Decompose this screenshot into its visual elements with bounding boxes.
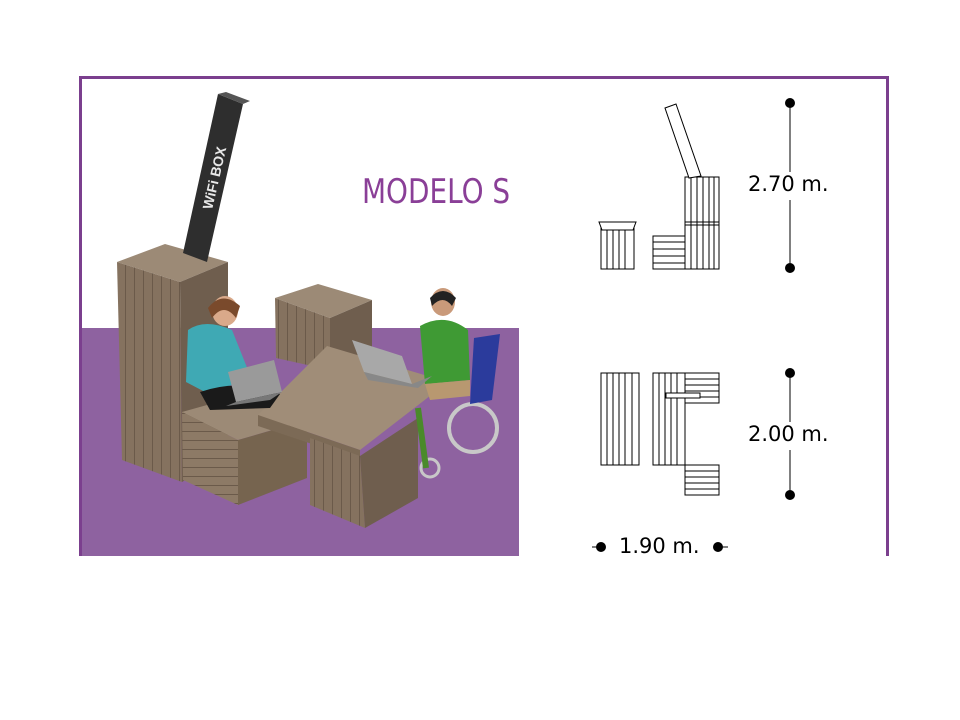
seated-woman-figure xyxy=(186,296,282,410)
height-dimension-label: 2.70 m. xyxy=(748,172,829,196)
model-title: MODELO S xyxy=(362,172,511,212)
wood-table xyxy=(258,346,448,528)
depth-dimension-label: 2.00 m. xyxy=(748,422,829,446)
wheelchair-user-figure xyxy=(352,288,500,479)
plan-sign xyxy=(665,392,701,399)
width-dimension-label: 1.90 m. xyxy=(619,534,700,558)
plan-bottom-bench xyxy=(684,464,720,496)
elevation-sign xyxy=(664,103,702,179)
diagram-frame xyxy=(79,76,889,556)
furniture-scene-illustration: WiFi BOX xyxy=(117,92,500,528)
plan-column xyxy=(652,372,686,466)
